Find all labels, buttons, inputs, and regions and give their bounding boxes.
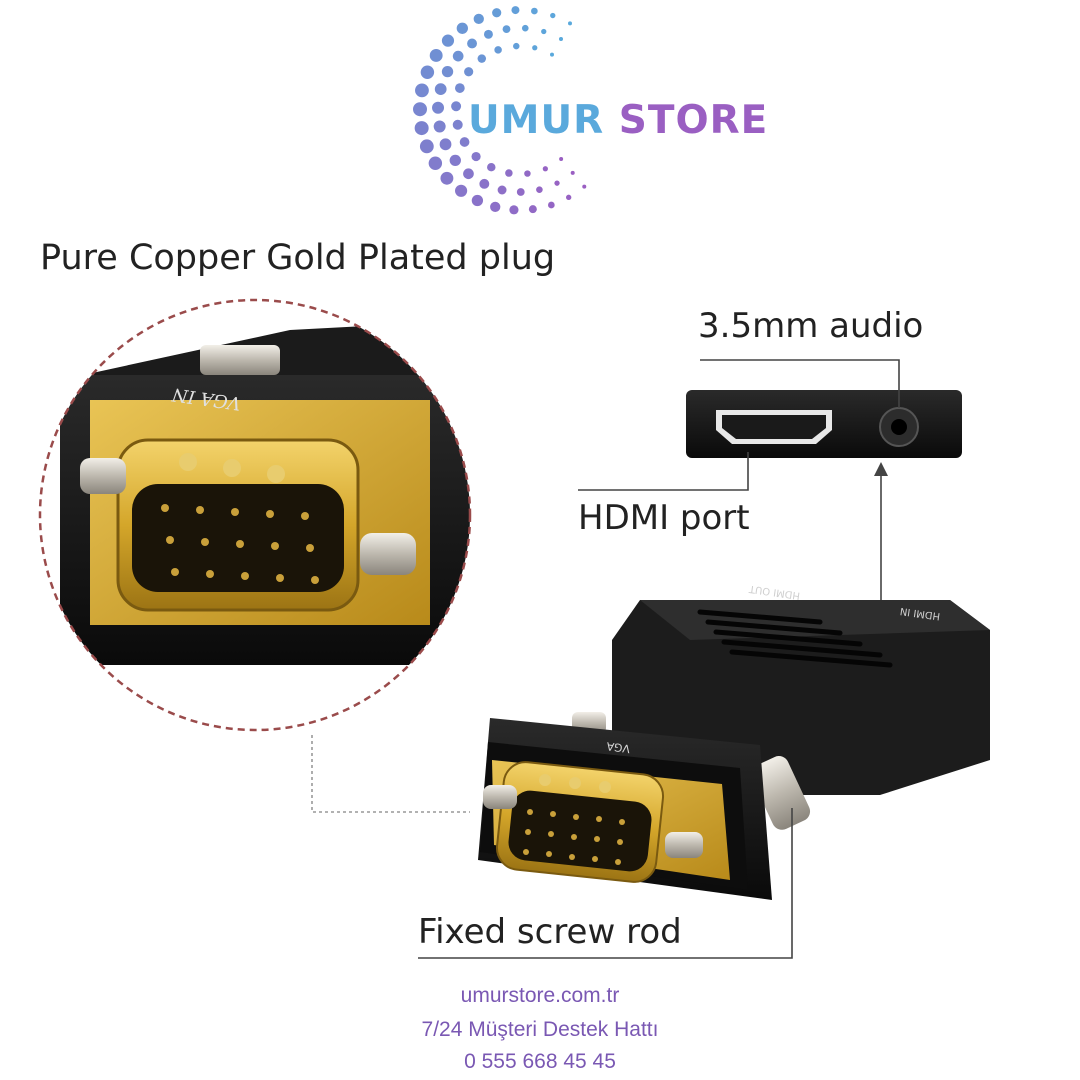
footer-phone: 0 555 668 45 45 — [464, 1050, 616, 1073]
logo-dot — [463, 168, 474, 180]
logo-dot — [542, 166, 548, 172]
logo-dot — [467, 38, 477, 49]
logo-dot — [464, 67, 474, 77]
pin-holes-front — [523, 809, 625, 865]
logo-dot — [568, 21, 572, 26]
logo-dot — [497, 185, 507, 195]
logo-dot — [550, 12, 556, 19]
logo-dot — [477, 54, 487, 63]
logo-dot — [547, 201, 555, 209]
brand-name-part1: UMUR — [468, 98, 605, 143]
logo-dot — [532, 45, 538, 51]
logo-dot — [513, 42, 520, 50]
logo-dot — [528, 205, 537, 214]
logo-dot — [582, 184, 587, 189]
logo-dot — [559, 36, 563, 41]
logo-dot — [471, 194, 484, 207]
logo-dot — [429, 49, 443, 62]
audio-leader-line — [700, 359, 900, 408]
logo-dot — [524, 170, 531, 177]
logo-dot — [433, 120, 446, 133]
logo-dot — [455, 184, 468, 197]
callout-plug-label: Pure Copper Gold Plated plug — [40, 238, 556, 278]
logo-dot — [505, 169, 513, 177]
vent-slots — [697, 609, 893, 668]
zoom-connector-line — [311, 735, 470, 813]
logo-dot — [441, 34, 455, 47]
logo-dot — [432, 101, 445, 114]
port-inset — [686, 390, 962, 458]
logo-dot — [451, 101, 462, 112]
logo-dot — [536, 186, 543, 193]
logo-dot — [441, 65, 454, 78]
logo-dot — [511, 6, 520, 15]
logo-dot — [455, 83, 465, 93]
logo-dot — [440, 171, 454, 185]
logo-dot — [521, 24, 529, 32]
footer-support-line: 7/24 Müşteri Destek Hattı — [421, 1018, 659, 1041]
logo-dot — [471, 151, 481, 162]
footer-website: umurstore.com.tr — [460, 984, 620, 1007]
logo-dot — [487, 162, 496, 172]
logo-dot — [428, 156, 443, 170]
screw-leader-line — [418, 808, 793, 959]
callout-hdmi-label: HDMI port — [578, 498, 750, 538]
logo-dot — [550, 52, 554, 57]
logo-dot — [554, 180, 560, 186]
logo-dot — [570, 170, 575, 175]
logo-dot — [456, 22, 468, 34]
hdmi-leader-line — [578, 452, 749, 491]
vga-marking: VGA — [605, 739, 631, 755]
pin-holes-closeup — [161, 504, 319, 584]
logo-dot — [434, 83, 447, 96]
logo-dot — [452, 119, 463, 130]
logo-dot — [559, 157, 564, 162]
brand-logo-dots — [413, 6, 587, 215]
logo-dot — [479, 178, 490, 189]
hdmi-out-marking: HDMI OUT — [748, 583, 801, 601]
logo-dot — [516, 188, 525, 196]
logo-dot — [415, 83, 429, 98]
hdmi-in-arrow — [874, 462, 888, 600]
brand-logo-text: UMUR STORE — [468, 98, 768, 143]
logo-dot — [509, 205, 519, 215]
logo-dot — [473, 13, 484, 25]
adapter-body: HDMI OUT HDMI IN VGA — [478, 583, 990, 900]
logo-dot — [541, 28, 547, 35]
logo-dot — [452, 50, 464, 62]
zoom-closeup: VGA IN — [38, 298, 472, 732]
logo-dot — [492, 8, 502, 18]
logo-dot — [565, 194, 572, 201]
logo-dot — [420, 65, 435, 79]
logo-dot — [439, 138, 452, 151]
callout-screw-label: Fixed screw rod — [418, 912, 682, 952]
brand-name-part2: STORE — [618, 98, 769, 143]
logo-dot — [531, 7, 538, 15]
logo-dot — [494, 46, 502, 54]
logo-dot — [459, 137, 470, 147]
logo-dot — [413, 102, 427, 117]
logo-dot — [502, 25, 511, 34]
logo-dot — [449, 154, 461, 167]
logo-dot — [483, 29, 493, 39]
logo-dot — [419, 139, 434, 154]
logo-dot — [490, 201, 501, 213]
logo-dot — [414, 121, 429, 136]
callout-audio-label: 3.5mm audio — [698, 306, 924, 346]
